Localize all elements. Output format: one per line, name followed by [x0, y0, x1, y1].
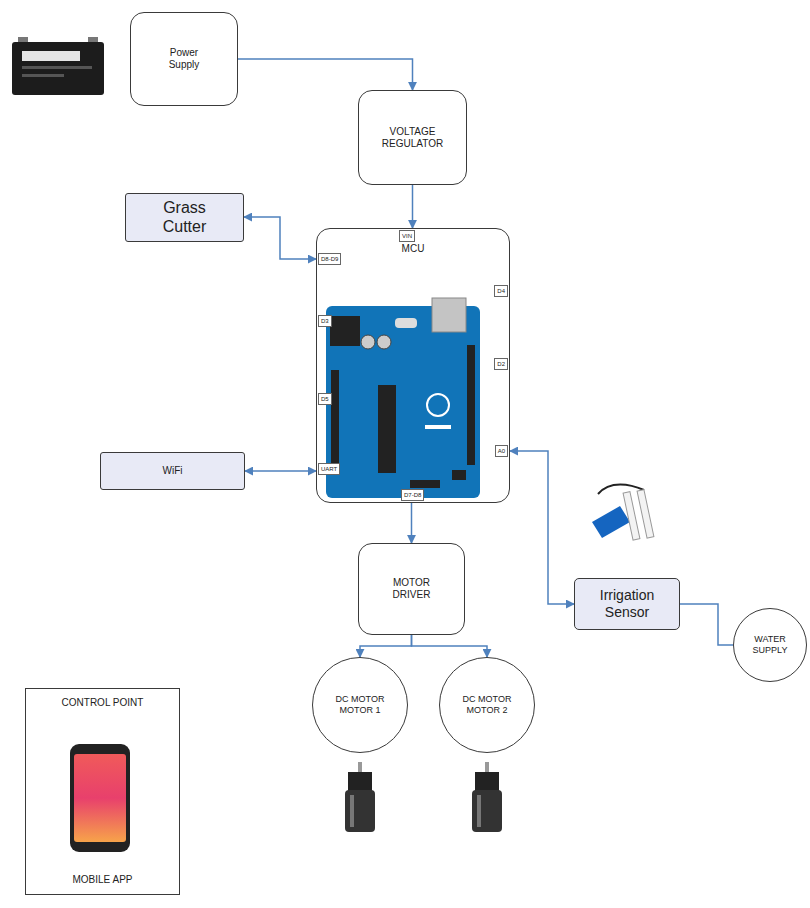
connector: [360, 635, 412, 657]
pin-label: VIN: [399, 230, 415, 242]
motor-gearbox: [475, 772, 499, 792]
microcontroller-chip: [378, 385, 396, 473]
node-text: Power Supply: [158, 47, 210, 71]
battery-label: [22, 51, 80, 61]
text-group: WiFi: [163, 465, 183, 477]
module-box: WiFi: [100, 452, 245, 490]
pin-label: D3: [318, 315, 332, 327]
pin-label: D5: [318, 393, 332, 405]
phone-screen: [74, 754, 126, 842]
motor-body: [472, 790, 502, 832]
node-text: MOBILE APP: [26, 874, 179, 886]
node-text: WATER SUPPLY: [745, 634, 795, 656]
battery-illustration: [12, 37, 104, 95]
node-text: CONTROL POINT: [26, 697, 179, 709]
motor-highlight: [477, 795, 481, 827]
connector: [412, 185, 414, 228]
text-group: MCU: [402, 243, 425, 255]
connector: [238, 59, 413, 90]
motor-body: [345, 790, 375, 832]
board-marking: [425, 425, 451, 429]
text-group: CONTROL POINT MOBILE APP: [26, 689, 179, 894]
moisture-sensor-illustration: [592, 485, 654, 541]
connector: [680, 604, 733, 645]
arduino-board: [326, 298, 480, 498]
motor-gearbox: [348, 772, 372, 792]
phone-illustration: [70, 744, 130, 852]
node-text: Grass Cutter: [150, 198, 220, 236]
node-text: MOTOR DRIVER: [382, 577, 442, 601]
battery-stripe: [22, 74, 64, 77]
node-text: WiFi: [163, 465, 183, 477]
usb-port: [432, 298, 466, 332]
pin-label: D4: [494, 285, 508, 297]
board-pcb: [326, 306, 480, 498]
node-text: DC MOTOR MOTOR 1: [335, 694, 385, 716]
sensor-box: Irrigation Sensor: [574, 578, 680, 630]
connector: [245, 470, 316, 472]
power-jack: [330, 316, 360, 346]
battery-stripe: [22, 66, 92, 69]
motor-circle: DC MOTOR MOTOR 1: [312, 657, 408, 753]
motor-highlight: [350, 795, 354, 827]
pin-label: D2: [494, 358, 508, 370]
icsp-header: [452, 470, 466, 480]
connector: [244, 217, 316, 259]
sensor-probe: [637, 490, 654, 538]
mcu-box: MCUVIN D8-D9D3D5UART D4D2A0D7-D8: [316, 228, 510, 503]
node-text: VOLTAGE REGULATOR: [373, 126, 453, 150]
pin-label: D7-D8: [401, 489, 424, 501]
capacitor: [361, 335, 375, 349]
text-group: Power Supply: [158, 47, 210, 71]
text-group: WATER SUPPLY: [745, 634, 795, 656]
pin-header: [467, 345, 475, 465]
pin-header: [331, 370, 339, 470]
node-text: MCU: [402, 243, 425, 255]
connector: [411, 503, 413, 543]
process-box: VOLTAGE REGULATOR: [358, 90, 467, 185]
text-group: Grass Cutter: [150, 198, 220, 236]
connector: [412, 635, 488, 657]
pin-label: UART: [318, 463, 340, 475]
pin-label: D8-D9: [318, 253, 341, 265]
text-group: DC MOTOR MOTOR 2: [462, 694, 512, 716]
node-text: Irrigation Sensor: [582, 587, 672, 621]
battery-body: [12, 42, 104, 95]
process-box: Power Supply: [130, 12, 238, 106]
text-group: VOLTAGE REGULATOR: [373, 126, 453, 150]
process-box: MOTOR DRIVER: [358, 543, 465, 635]
sensor-pcb: [592, 506, 630, 538]
pin-label: A0: [495, 445, 508, 457]
node-text: DC MOTOR MOTOR 2: [462, 694, 512, 716]
text-group: MOTOR DRIVER: [382, 577, 442, 601]
control-panel: CONTROL POINT MOBILE APP: [25, 688, 180, 895]
module-box: Grass Cutter: [125, 193, 244, 242]
dc-motor-picture: [472, 762, 502, 832]
motor-circle: DC MOTOR MOTOR 2: [439, 657, 535, 753]
supply-circle: WATER SUPPLY: [733, 608, 807, 682]
pin-header: [410, 480, 440, 488]
dc-motor-picture: [345, 762, 375, 832]
capacitor: [377, 335, 391, 349]
phone-body: [70, 744, 130, 852]
board-logo: [427, 394, 449, 416]
sensor-probe: [623, 492, 640, 540]
connector: [510, 451, 574, 604]
text-group: DC MOTOR MOTOR 1: [335, 694, 385, 716]
text-group: Irrigation Sensor: [582, 587, 672, 621]
crystal: [395, 318, 417, 328]
